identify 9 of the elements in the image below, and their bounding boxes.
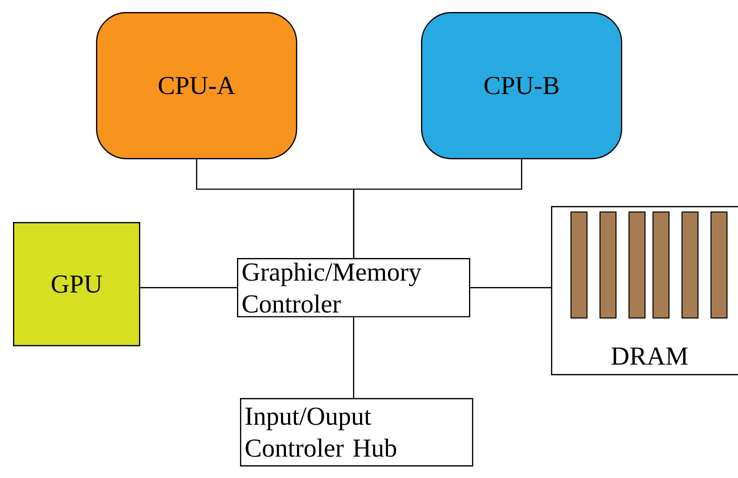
connector-line	[470, 287, 551, 288]
cpu-box: CPU-A	[96, 12, 298, 160]
io-hub-box: Input/Ouput Controler Hub	[240, 398, 474, 466]
connector-line	[353, 159, 522, 258]
cpu-box: CPU-B	[421, 12, 622, 160]
connector-line	[353, 317, 354, 398]
gpu-box: GPU	[13, 222, 140, 346]
controller-box: Graphic/Memory Controler	[237, 258, 470, 318]
connector-line	[140, 287, 237, 288]
